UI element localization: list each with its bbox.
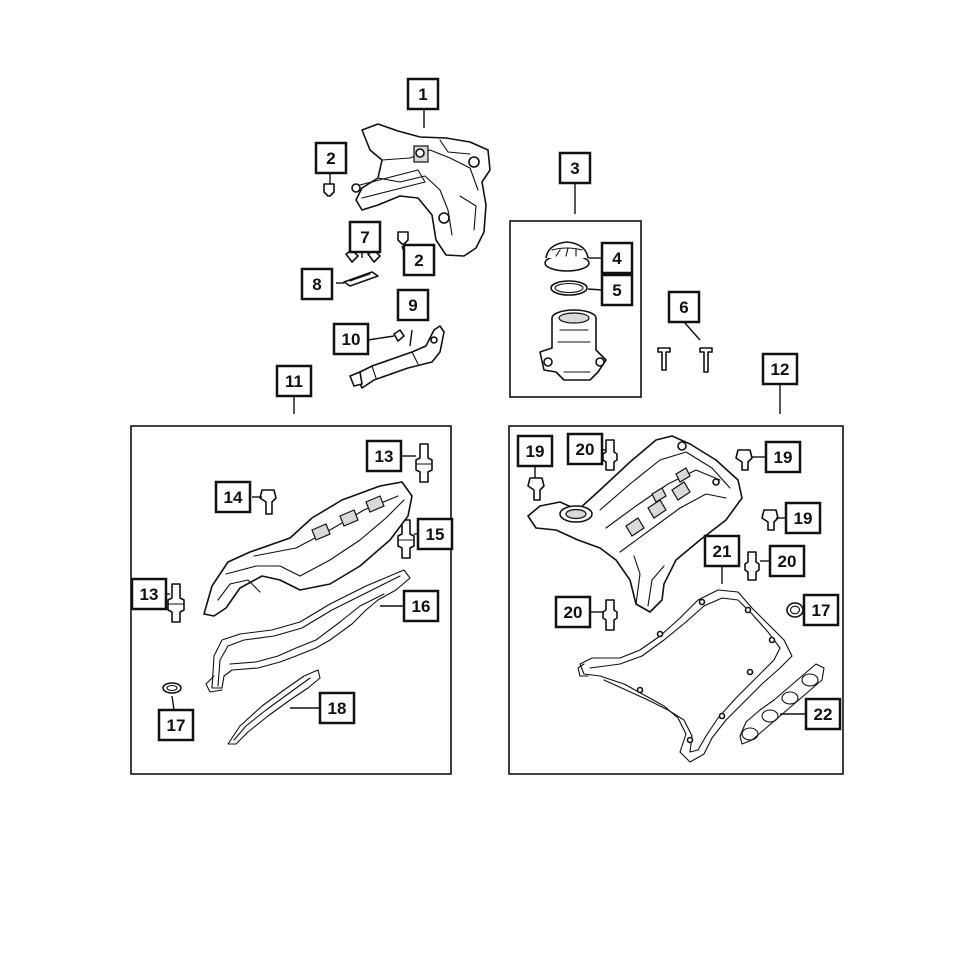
callout-11: 11 — [275, 364, 313, 398]
heat-shield-part — [351, 123, 491, 257]
callout-22: 22 — [804, 697, 842, 731]
callout-19c-label: 19 — [794, 509, 813, 528]
callout-13a: 13 — [365, 439, 403, 473]
callout-16-label: 16 — [412, 597, 431, 616]
bolt-part-6a — [657, 347, 671, 371]
filler-tube-part — [539, 309, 607, 381]
callout-13b: 13 — [130, 577, 168, 611]
callout-4: 4 — [600, 241, 634, 275]
callout-9: 9 — [396, 288, 430, 322]
callout-17a: 17 — [157, 708, 195, 742]
callout-21: 21 — [703, 534, 741, 568]
callout-4-label: 4 — [612, 249, 622, 268]
callout-3: 3 — [558, 151, 592, 185]
callout-20a: 20 — [566, 432, 604, 466]
callout-1: 1 — [406, 77, 440, 111]
callout-2b-label: 2 — [414, 251, 423, 270]
callout-15: 15 — [416, 517, 454, 551]
stud-part-20a — [602, 439, 618, 471]
bolt-part-19c — [761, 509, 779, 531]
callout-19b: 19 — [764, 440, 802, 474]
callout-1-label: 1 — [418, 85, 427, 104]
callout-3-label: 3 — [570, 159, 579, 178]
stud-part-20c — [602, 599, 618, 631]
nut-part-10 — [393, 329, 405, 342]
callout-7-label: 7 — [360, 228, 369, 247]
oil-filler-cap-part-4 — [544, 241, 590, 272]
group-box-12 — [508, 425, 844, 775]
callout-5-label: 5 — [612, 281, 621, 300]
callout-8: 8 — [300, 267, 334, 301]
callout-20a-label: 20 — [576, 440, 595, 459]
leader-lines — [164, 110, 810, 715]
callout-18: 18 — [318, 691, 356, 725]
stud-part-13a — [415, 443, 433, 483]
callout-19c: 19 — [784, 501, 822, 535]
callout-20b: 20 — [768, 544, 806, 578]
bracket-part-9 — [349, 325, 445, 389]
valve-cover-left-part — [203, 481, 413, 617]
callout-12-label: 12 — [771, 360, 790, 379]
callout-13b-label: 13 — [140, 585, 159, 604]
bolt-part-2a — [323, 183, 335, 197]
callout-12: 12 — [761, 352, 799, 386]
bolt-part-6b — [699, 347, 713, 373]
group-box-3 — [509, 220, 642, 398]
callout-6-label: 6 — [679, 298, 688, 317]
callout-17a-label: 17 — [167, 716, 186, 735]
bolt-part-14 — [259, 489, 277, 515]
callout-18-label: 18 — [328, 699, 347, 718]
stud-part-20b — [744, 551, 760, 581]
callout-17b: 17 — [802, 593, 840, 627]
callout-16: 16 — [402, 589, 440, 623]
gasket-strip-part-18 — [227, 669, 321, 745]
o-ring-part-17a — [162, 682, 182, 694]
callout-14-label: 14 — [224, 488, 243, 507]
plate-part-8 — [343, 271, 379, 287]
valve-cover-right-part — [527, 435, 743, 613]
callout-7: 7 — [348, 220, 382, 254]
stud-part-15 — [397, 519, 415, 559]
callout-19b-label: 19 — [774, 448, 793, 467]
callout-20b-label: 20 — [778, 552, 797, 571]
stud-part-13b — [167, 583, 185, 623]
callout-20c: 20 — [554, 595, 592, 629]
seal-ring-part-5 — [550, 280, 588, 296]
bolt-part-19b — [735, 449, 753, 471]
callout-2b: 2 — [402, 243, 436, 277]
o-ring-part-17b — [786, 602, 804, 618]
callout-19a-label: 19 — [526, 442, 545, 461]
callout-15-label: 15 — [426, 525, 445, 544]
callout-10-label: 10 — [342, 330, 361, 349]
callout-14: 14 — [214, 480, 252, 514]
callout-2a: 2 — [314, 141, 348, 175]
callout-5: 5 — [600, 273, 634, 307]
callout-8-label: 8 — [312, 275, 321, 294]
callout-22-label: 22 — [814, 705, 833, 724]
callout-6: 6 — [667, 290, 701, 324]
callout-2a-label: 2 — [326, 149, 335, 168]
callout-9-label: 9 — [408, 296, 417, 315]
bolt-part-19a — [527, 477, 545, 501]
gasket-part-16 — [205, 569, 411, 693]
callout-11-label: 11 — [285, 372, 303, 391]
callout-19a: 19 — [516, 434, 554, 468]
gasket-part-21 — [577, 589, 793, 763]
callout-10: 10 — [332, 322, 370, 356]
callout-17b-label: 17 — [812, 601, 831, 620]
callout-20c-label: 20 — [564, 603, 583, 622]
callout-21-label: 21 — [713, 542, 732, 561]
bolt-part-2b — [397, 231, 409, 245]
callout-13a-label: 13 — [375, 447, 394, 466]
tube-seal-part-22 — [739, 663, 825, 745]
